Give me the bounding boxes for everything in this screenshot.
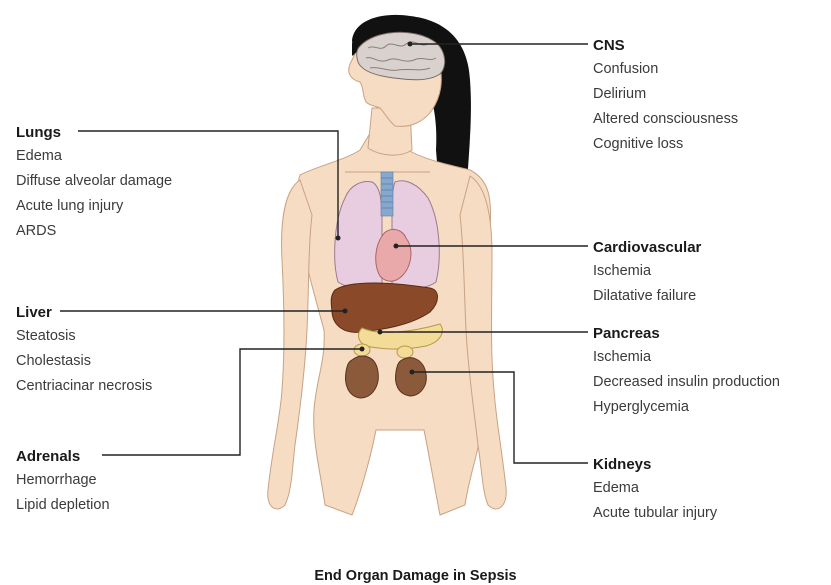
pancreas-block: Pancreas Ischemia Decreased insulin prod… — [593, 326, 780, 425]
pancreas-effect: Hyperglycemia — [593, 400, 780, 415]
liver-effect: Cholestasis — [16, 354, 152, 369]
lungs-label: Lungs — [16, 125, 172, 140]
lungs-effect: Edema — [16, 149, 172, 164]
cns-label: CNS — [593, 38, 738, 53]
lungs-effect: Diffuse alveolar damage — [16, 174, 172, 189]
liver-effect: Steatosis — [16, 329, 152, 344]
cardiovascular-block: Cardiovascular Ischemia Dilatative failu… — [593, 240, 701, 314]
liver-block: Liver Steatosis Cholestasis Centriacinar… — [16, 305, 152, 404]
liver-effect: Centriacinar necrosis — [16, 379, 152, 394]
lungs-block: Lungs Edema Diffuse alveolar damage Acut… — [16, 125, 172, 249]
adrenals-effect: Hemorrhage — [16, 473, 110, 488]
left-arm — [268, 180, 312, 509]
trachea — [381, 172, 393, 216]
pancreas-label: Pancreas — [593, 326, 780, 341]
cns-effect: Confusion — [593, 62, 738, 77]
pancreas-effect: Ischemia — [593, 350, 780, 365]
adrenals-block: Adrenals Hemorrhage Lipid depletion — [16, 449, 110, 523]
adrenal-right — [397, 346, 413, 358]
lungs-effect: ARDS — [16, 224, 172, 239]
lungs-effect: Acute lung injury — [16, 199, 172, 214]
kidney-left — [346, 356, 379, 398]
adrenals-label: Adrenals — [16, 449, 110, 464]
cardiovascular-label: Cardiovascular — [593, 240, 701, 255]
adrenals-effect: Lipid depletion — [16, 498, 110, 513]
cardiovascular-effect: Dilatative failure — [593, 289, 701, 304]
diagram-title: End Organ Damage in Sepsis — [0, 568, 831, 584]
cns-effect: Delirium — [593, 87, 738, 102]
liver-label: Liver — [16, 305, 152, 320]
kidneys-effect: Acute tubular injury — [593, 506, 717, 521]
cns-effect: Cognitive loss — [593, 137, 738, 152]
kidneys-label: Kidneys — [593, 457, 717, 472]
kidneys-effect: Edema — [593, 481, 717, 496]
kidneys-block: Kidneys Edema Acute tubular injury — [593, 457, 717, 531]
cns-effect: Altered consciousness — [593, 112, 738, 127]
cardiovascular-effect: Ischemia — [593, 264, 701, 279]
pancreas-effect: Decreased insulin production — [593, 375, 780, 390]
brain — [357, 32, 445, 80]
kidney-right — [396, 358, 427, 396]
cns-block: CNS Confusion Delirium Altered conscious… — [593, 38, 738, 162]
